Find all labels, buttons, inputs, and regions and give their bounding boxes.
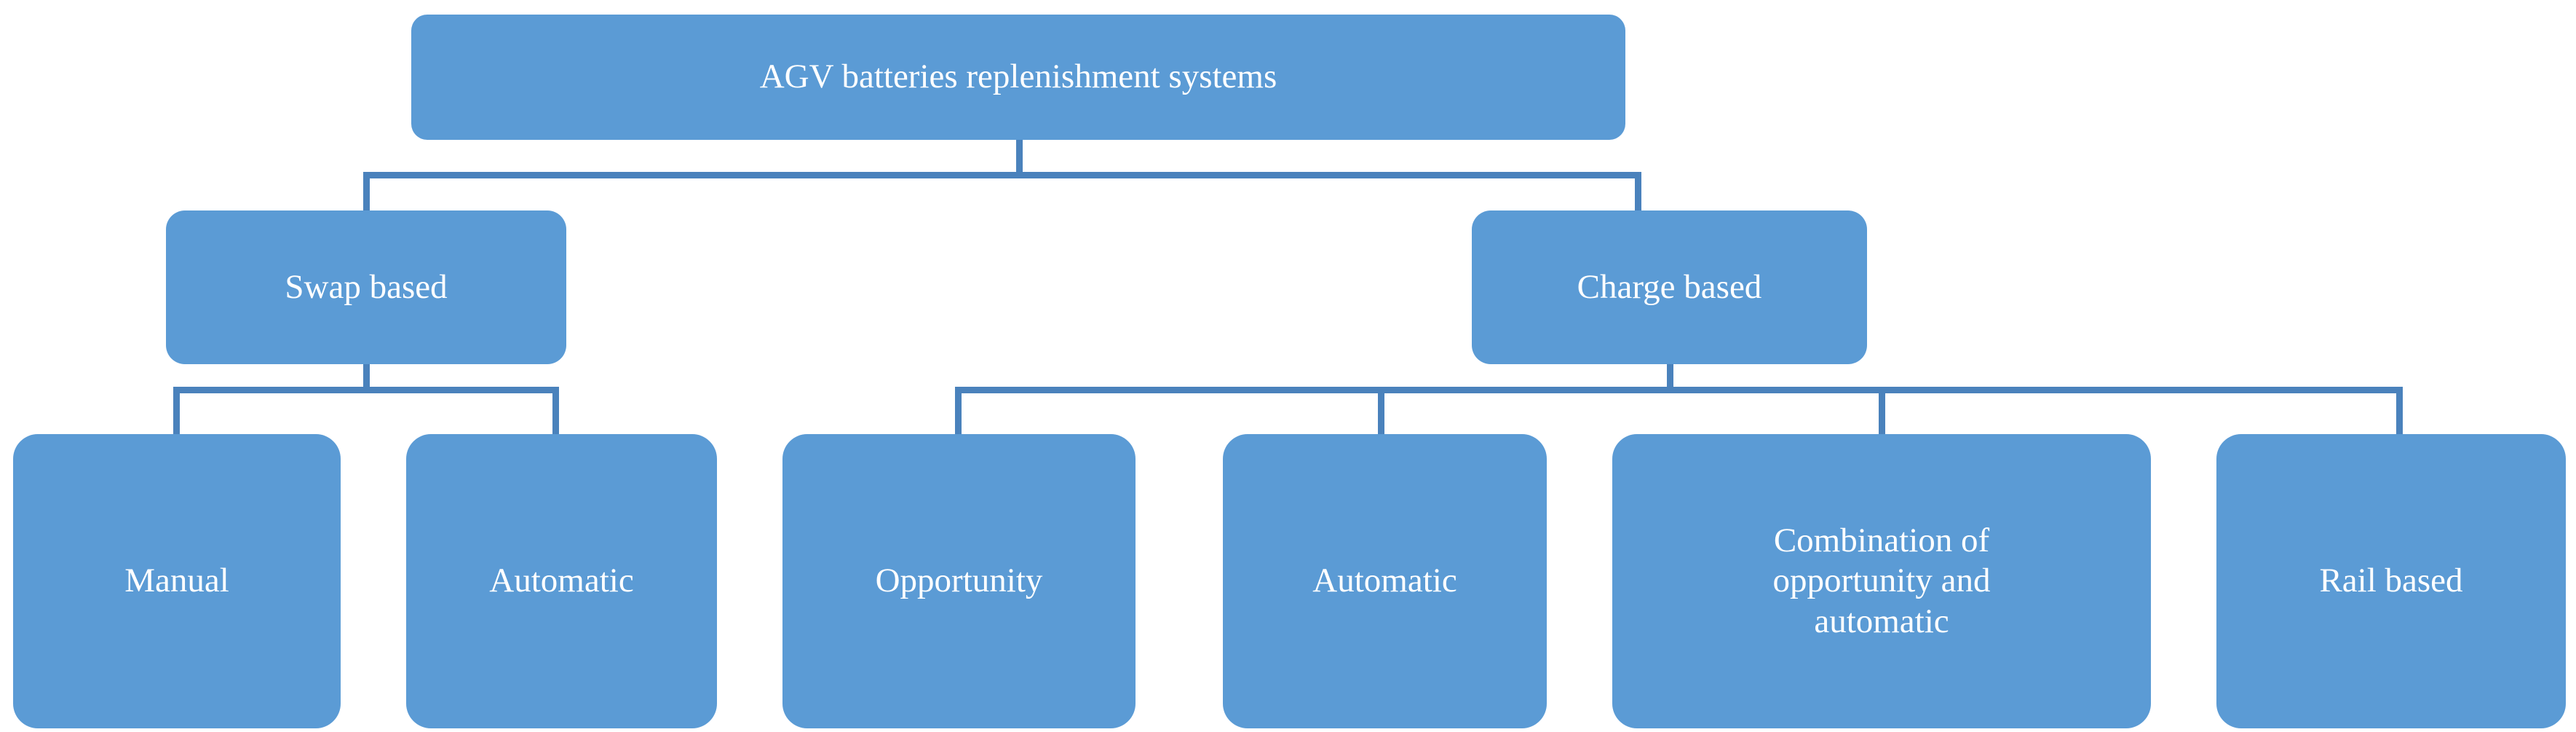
connector-charge-to-combination — [1879, 387, 1885, 435]
node-manual[interactable]: Manual — [13, 434, 341, 728]
node-charge-automatic[interactable]: Automatic — [1223, 434, 1547, 728]
connector-charge-to-rail-based — [2396, 387, 2403, 435]
connector-swap-bus — [173, 387, 559, 393]
node-swap-based-label: Swap based — [285, 267, 448, 306]
connector-root-to-charge-based — [1635, 172, 1641, 213]
connector-root-bus — [363, 172, 1641, 178]
node-swap-automatic-label: Automatic — [489, 562, 634, 600]
connector-swap-stem — [363, 364, 370, 390]
node-swap-automatic[interactable]: Automatic — [406, 434, 717, 728]
connector-charge-bus — [955, 387, 2403, 393]
node-root-label: AGV batteries replenishment systems — [759, 58, 1277, 96]
connector-root-stem — [1016, 140, 1023, 175]
connector-root-to-swap-based — [363, 172, 370, 213]
node-opportunity-label: Opportunity — [875, 562, 1043, 600]
node-swap-based[interactable]: Swap based — [166, 210, 566, 364]
node-combination-label: Combination of opportunity and automatic — [1772, 521, 1991, 640]
node-rail-based-label: Rail based — [2319, 562, 2463, 600]
node-charge-automatic-label: Automatic — [1312, 562, 1457, 600]
node-manual-label: Manual — [124, 562, 229, 600]
connector-charge-to-automatic — [1378, 387, 1384, 435]
connector-charge-stem — [1667, 364, 1673, 390]
node-combination[interactable]: Combination of opportunity and automatic — [1612, 434, 2151, 728]
connector-swap-to-automatic — [552, 387, 559, 435]
node-rail-based[interactable]: Rail based — [2216, 434, 2566, 728]
node-charge-based-label: Charge based — [1577, 267, 1762, 306]
connector-charge-to-opportunity — [955, 387, 962, 435]
node-root[interactable]: AGV batteries replenishment systems — [411, 15, 1625, 140]
node-charge-based[interactable]: Charge based — [1472, 210, 1867, 364]
node-opportunity[interactable]: Opportunity — [782, 434, 1136, 728]
connector-swap-to-manual — [173, 387, 180, 435]
